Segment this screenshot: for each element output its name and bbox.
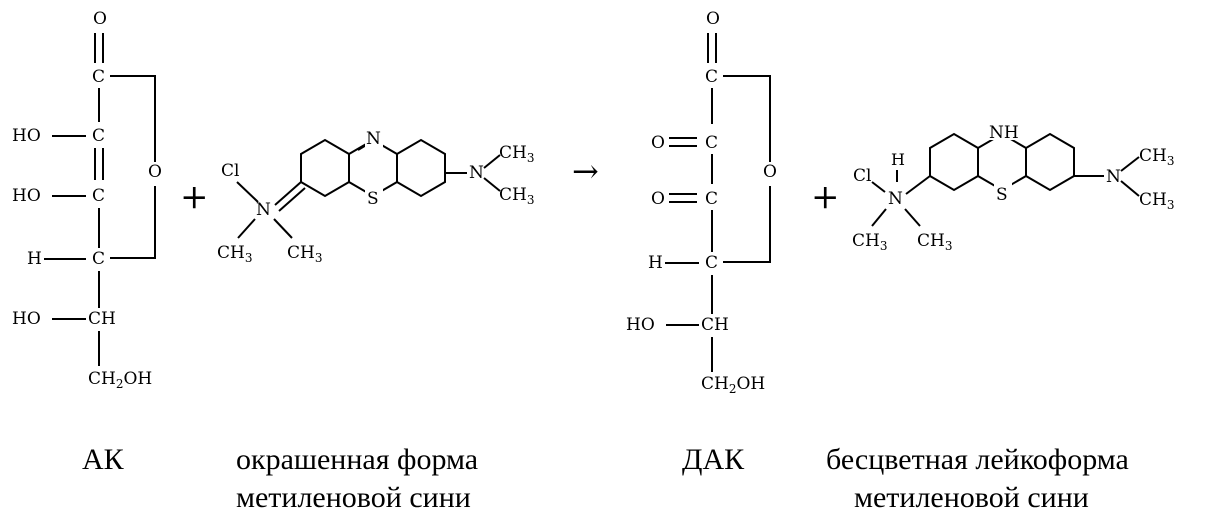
atom-ch2oh-2: CH2OH [701, 374, 765, 396]
atom-cl-2: Cl [853, 166, 871, 186]
atom-o-carbonyl-2: O [706, 9, 720, 29]
bond-ring-bottom-2 [723, 186, 771, 263]
atom-h-2: H [648, 253, 663, 273]
bond-n-ch3-left [237, 218, 256, 239]
mask-n-top [365, 127, 383, 147]
atom-ho-1: HO [12, 126, 41, 146]
atom-c3: C [92, 186, 105, 206]
bond-ring-top [110, 75, 156, 162]
atom-ch3-down: CH3 [499, 185, 534, 207]
reaction-arrow: → [572, 152, 599, 190]
atom-cl: Cl [221, 161, 239, 181]
bond-n-ch3-right-2 [904, 208, 921, 227]
caption-dak: ДАК [682, 443, 745, 476]
atom-c2-2: C [705, 133, 718, 153]
plus-sign-2: + [811, 177, 840, 217]
atom-n-ring: N [366, 129, 381, 149]
atom-ch3-up: CH3 [499, 143, 534, 165]
methylene-blue-colored-structure: Cl N CH3 CH3 N S N CH3 CH3 [217, 127, 534, 265]
atom-c3-2: C [705, 189, 718, 209]
atom-ch3-right: CH3 [287, 243, 322, 265]
ring-left-2 [929, 132, 979, 192]
ring-right-2 [1025, 132, 1075, 192]
atom-ch3-left: CH3 [217, 243, 252, 265]
bond-n-ring-2 [905, 175, 931, 195]
atom-o-ring: O [148, 162, 162, 182]
bond-n-ch3-down [483, 177, 501, 192]
atom-h-ammonium: H [891, 150, 905, 169]
bond-n-ch3-right [273, 218, 293, 239]
atom-ch2oh: CH2OH [88, 369, 152, 391]
atom-n-plus: N [256, 200, 271, 220]
atom-ch-2: CH [701, 315, 729, 335]
atom-nh-ring: NH [989, 123, 1019, 143]
atom-ho-4: HO [626, 315, 655, 335]
leuco-methylene-blue-structure: Cl H N CH3 CH3 NH S N CH3 CH3 [852, 120, 1174, 253]
bond-n-ch3-left-2 [871, 208, 887, 227]
atom-ho-3: HO [12, 309, 41, 329]
ascorbic-acid-structure: O C HO C O HO C H C HO CH CH2OH [12, 9, 162, 391]
atom-c4-2: C [705, 253, 718, 273]
atom-o-carbonyl: O [93, 9, 107, 29]
bond-n-ch3-up-2 [1120, 156, 1140, 172]
atom-ch3-up-2: CH3 [1139, 146, 1174, 168]
bond-ring-bottom [110, 186, 156, 259]
atom-ch3-left-2: CH3 [852, 231, 887, 253]
atom-n-amine-2: N [1106, 167, 1121, 187]
caption-colored-line1: окрашенная форма [236, 443, 479, 476]
bond-n-ch3-up [483, 154, 501, 169]
mask-s-bottom-2 [994, 182, 1012, 202]
atom-s-ring-2: S [996, 185, 1008, 205]
atom-ch3-down-2: CH3 [1139, 190, 1174, 212]
bond-cl-n [236, 181, 259, 203]
atom-s-ring: S [367, 189, 379, 209]
atom-c1-2: C [705, 67, 718, 87]
mask-s-bottom [365, 186, 383, 206]
atom-h: H [27, 249, 42, 269]
atom-c1: C [92, 67, 105, 87]
bond-double-exo-b [278, 187, 306, 212]
atom-ch3-right-2: CH3 [917, 231, 952, 253]
caption-leuco-line2: метиленовой сини [854, 481, 1089, 514]
atom-ch: CH [88, 309, 116, 329]
atom-o-keto-1: O [651, 133, 665, 153]
bond-n-ch3-down-2 [1120, 180, 1140, 197]
atom-o-keto-2: O [651, 189, 665, 209]
atom-o-ring-2: O [763, 162, 777, 182]
bond-ring-top-2 [723, 75, 771, 162]
atom-n-plus-2: N [888, 189, 903, 209]
caption-colored-line2: метиленовой сини [236, 481, 471, 514]
caption-leuco-line1: бесцветная лейкоформа [826, 443, 1129, 476]
mask-nh-top [988, 120, 1018, 140]
atom-n-amine: N [469, 163, 484, 183]
plus-sign-1: + [180, 177, 209, 217]
bond-double-exo-a [274, 181, 302, 206]
bond-cl-n-2 [871, 181, 886, 193]
atom-c4: C [92, 249, 105, 269]
ring-right [396, 138, 446, 198]
dehydroascorbic-acid-structure: O C O C O O C H C HO CH CH2OH [626, 9, 777, 396]
caption-ak: АК [82, 443, 124, 476]
atom-c2: C [92, 126, 105, 146]
atom-ho-2: HO [12, 186, 41, 206]
ring-left [300, 138, 350, 198]
